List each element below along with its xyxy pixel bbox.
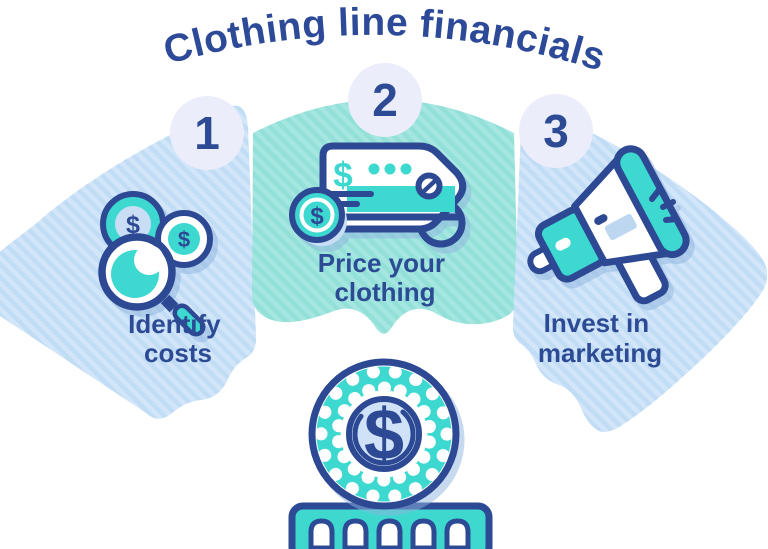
pedestal-base <box>288 502 493 549</box>
dot <box>384 163 396 175</box>
dot <box>400 163 412 175</box>
step-label-3: Invest in marketing <box>538 308 662 368</box>
megaphone-icon <box>527 145 690 305</box>
step-label-2: Price your clothing <box>318 248 452 307</box>
coins-magnifier-icon: $ $ <box>98 191 213 337</box>
svg-text:$: $ <box>333 156 352 195</box>
svg-text:$: $ <box>126 211 140 239</box>
step-number: 1 <box>194 107 220 159</box>
step-number: 2 <box>372 74 398 126</box>
step-label-1: Identify costs <box>128 309 228 368</box>
sound-waves-icon <box>649 187 680 223</box>
step-number-badge-1: 1 <box>170 96 244 170</box>
price-tag-icon: $ $ <box>289 142 467 248</box>
step-number-badge-3: 3 <box>519 94 593 168</box>
dollar-coin-gear-icon: $ <box>308 358 460 510</box>
dot <box>368 163 380 175</box>
svg-text:$: $ <box>310 203 324 230</box>
svg-text:$: $ <box>364 395 404 475</box>
svg-text:$: $ <box>178 227 190 252</box>
step-number: 3 <box>543 105 569 157</box>
step-number-badge-2: 2 <box>348 63 422 137</box>
